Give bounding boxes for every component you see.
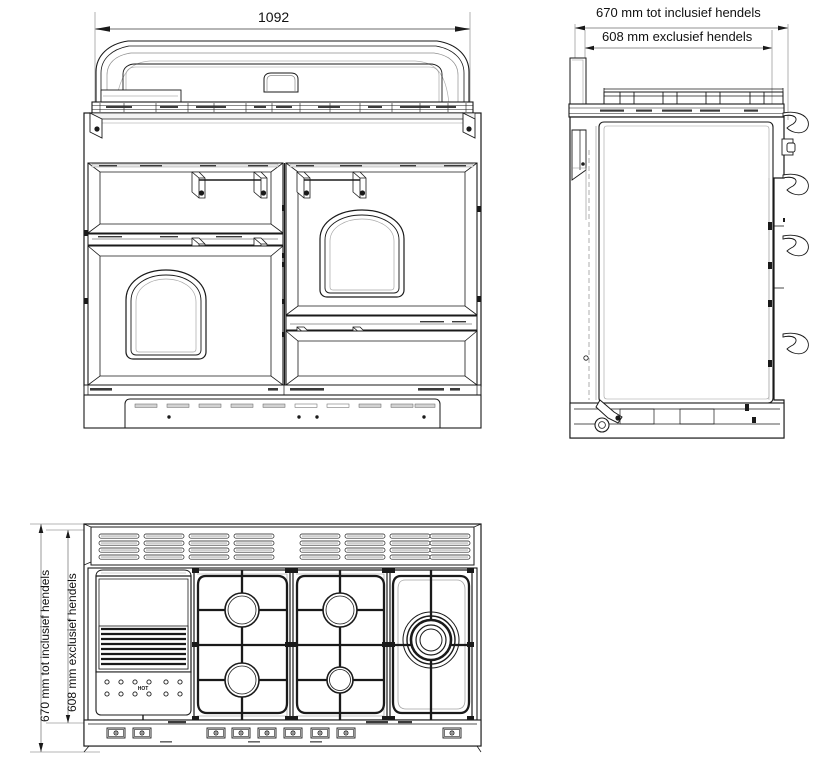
- side-elevation-view: [568, 57, 809, 439]
- left-grill-door: [87, 162, 284, 234]
- griddle-ribs: [98, 625, 189, 670]
- arched-window-left: [125, 269, 207, 360]
- right-warming-drawer: [285, 330, 478, 386]
- wok-burner: [388, 568, 474, 721]
- burner-grate-centre: [291, 568, 389, 721]
- hot-plate-label: HOT: [138, 686, 149, 692]
- front-corner-brackets: [89, 112, 476, 139]
- right-oven-door-column: [285, 162, 478, 386]
- dimension-label-608-side: 608 mm exclusief hendels: [602, 29, 753, 44]
- side-body-outline: [569, 116, 785, 439]
- warming-plate: HOT: [95, 671, 192, 720]
- dimension-label-1092: 1092: [258, 9, 290, 25]
- front-rail-brackets: [83, 719, 482, 753]
- backguard-vent-slots: [83, 523, 482, 566]
- plan-view-hob: HOT: [83, 523, 482, 753]
- side-hob-top: [568, 88, 785, 118]
- left-main-oven-door: [87, 245, 284, 386]
- left-oven-door-column: [87, 162, 284, 386]
- right-mid-rail: [285, 315, 478, 354]
- side-plinth: [569, 399, 785, 439]
- dimension-label-670-side: 670 mm tot inclusief hendels: [596, 5, 761, 20]
- front-base-strip: [83, 384, 482, 396]
- backguard-lid: [95, 40, 470, 111]
- plinth-vent-panel: [83, 394, 482, 429]
- control-inset-box: [100, 89, 182, 104]
- griddle-plate: HOT: [95, 569, 192, 720]
- arched-window-right: [319, 209, 405, 298]
- control-panel-strip: [91, 101, 474, 114]
- right-main-oven-door: [285, 162, 478, 316]
- left-mid-rail: [87, 233, 284, 265]
- side-door-handles: [781, 111, 809, 355]
- dimension-label-608-plan: 608 mm exclusief hendels: [65, 573, 79, 712]
- front-elevation-view: [83, 40, 482, 429]
- dimension-label-670-plan: 670 mm tot inclusief hendels: [38, 569, 52, 722]
- burner-grate-left: [192, 568, 292, 721]
